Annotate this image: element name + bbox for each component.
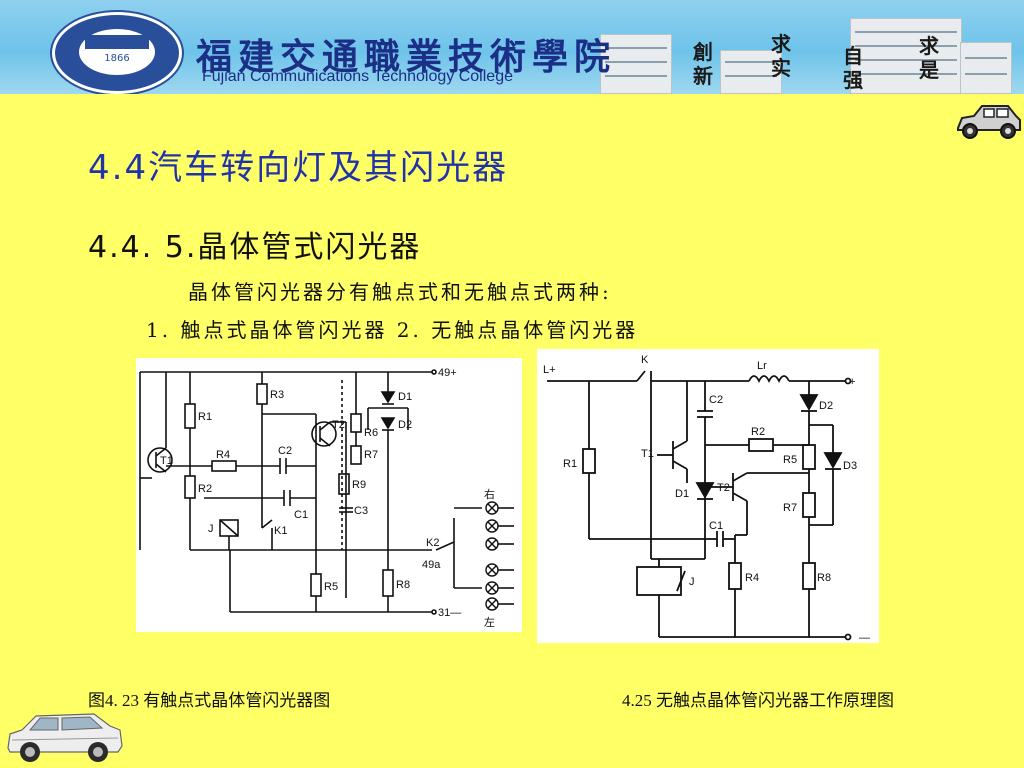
motto-4: 求是 <box>919 34 939 82</box>
types-text: 1. 触点式晶体管闪光器 2. 无触点晶体管闪光器 <box>146 318 639 342</box>
label-c1: C1 <box>709 520 723 532</box>
label-terminal-31: 31— <box>438 607 461 619</box>
label-k: K <box>641 354 649 366</box>
label-c2: C2 <box>278 445 292 457</box>
label-r7: R7 <box>783 502 797 514</box>
car-icon <box>957 105 1021 139</box>
label-d2: D2 <box>398 419 412 431</box>
label-k2: K2 <box>426 537 439 549</box>
label-r3: R3 <box>270 389 284 401</box>
motto-3: 自强 <box>843 44 863 92</box>
label-r8: R8 <box>396 579 410 591</box>
label-r6: R6 <box>364 427 378 439</box>
logo-year: 1866 <box>104 53 130 64</box>
label-terminal-49a: 49a <box>422 559 441 571</box>
label-d1: D1 <box>398 391 412 403</box>
label-terminal-49plus: 49+ <box>438 367 457 379</box>
label-r4: R4 <box>745 572 759 584</box>
label-left-lamps: 左 <box>484 616 495 629</box>
label-r9: R9 <box>352 479 366 491</box>
label-l-plus: L+ <box>543 364 556 376</box>
label-r4: R4 <box>216 449 230 461</box>
college-name-cn: 福建交通職業技術學院 <box>196 36 617 78</box>
label-j: J <box>208 523 214 535</box>
building-image <box>720 50 782 94</box>
label-plus: + <box>849 376 855 388</box>
motto-2: 求实 <box>771 32 791 80</box>
label-t2: T2 <box>717 482 730 494</box>
label-r5: R5 <box>783 454 797 466</box>
building-image <box>600 34 672 94</box>
college-name-en: Fujian Communications Technology College <box>202 68 513 85</box>
label-r2: R2 <box>751 426 765 438</box>
label-j: J <box>689 576 695 588</box>
contact-flasher-diagram: R1 R2 R3 R4 R5 R6 R7 R8 R9 C1 C2 C3 T1 T… <box>136 358 522 632</box>
header-banner: 1866 福建交通職業技術學院 Fujian Communications Te… <box>0 0 1024 94</box>
label-d1: D1 <box>675 488 689 500</box>
label-c3: C3 <box>354 505 368 517</box>
label-right-lamps: 右 <box>484 487 495 501</box>
building-image <box>960 42 1012 94</box>
label-d3: D3 <box>843 460 857 472</box>
label-lr: Lr <box>757 360 767 372</box>
label-t1: T1 <box>641 448 654 460</box>
label-r7: R7 <box>364 449 378 461</box>
section-subtitle: 4.4. 5.晶体管式闪光器 <box>88 230 422 265</box>
label-r1: R1 <box>198 411 212 423</box>
label-r1: R1 <box>563 458 577 470</box>
college-logo: 1866 <box>52 12 182 94</box>
label-c1: C1 <box>294 509 308 521</box>
caption-left: 图4. 23 有触点式晶体管闪光器图 <box>88 691 331 710</box>
page-title: 4.4汽车转向灯及其闪光器 <box>88 148 509 188</box>
caption-right: 4.25 无触点晶体管闪光器工作原理图 <box>622 691 894 710</box>
label-c2: C2 <box>709 394 723 406</box>
label-t2: T2 <box>332 419 345 431</box>
contactless-flasher-diagram: L+ K Lr + — C2 C1 R1 R2 R4 R5 R7 R8 T1 T… <box>537 349 879 643</box>
intro-text: 晶体管闪光器分有触点式和无触点式两种: <box>188 280 612 304</box>
motto-1: 創新 <box>693 40 713 88</box>
label-minus: — <box>859 632 870 643</box>
suv-photo <box>7 713 123 762</box>
label-d2: D2 <box>819 400 833 412</box>
label-t1: T1 <box>160 455 173 467</box>
label-r5: R5 <box>324 581 338 593</box>
label-r2: R2 <box>198 483 212 495</box>
label-r8: R8 <box>817 572 831 584</box>
label-k1: K1 <box>274 525 287 537</box>
